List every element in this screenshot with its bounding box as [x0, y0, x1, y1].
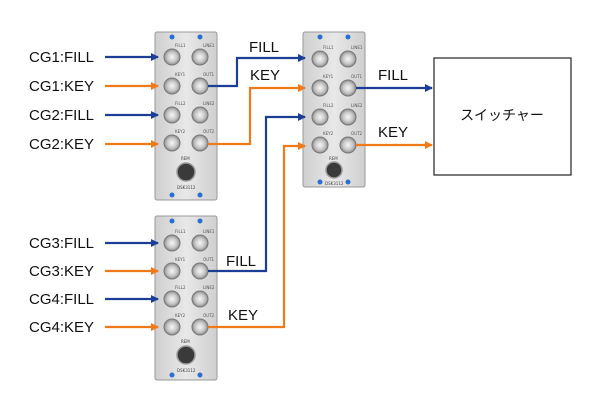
jack-label: OUT2: [203, 129, 215, 134]
key-link-bottom: [208, 142, 306, 329]
key-link-top: [208, 84, 306, 146]
link-label-top-key: KEY: [250, 67, 280, 84]
link-label-bottom-key: KEY: [228, 307, 258, 324]
jack-label: LINE1: [203, 229, 215, 234]
jack-label: LINE2: [351, 103, 363, 108]
screw-icon: [169, 218, 175, 224]
switcher-label: スイッチャー: [460, 107, 544, 123]
connector-jack-icon[interactable]: [191, 106, 209, 124]
jack-label: OUT1: [203, 72, 215, 77]
connector-jack-icon[interactable]: [191, 77, 209, 95]
jack-label: LINE2: [203, 101, 215, 106]
jack-label: FILL2: [175, 285, 186, 290]
connector-jack-icon[interactable]: [311, 50, 329, 68]
connector-jack-icon[interactable]: [339, 79, 357, 97]
rem-label: REM: [181, 339, 190, 344]
model-label: DSK3112: [325, 181, 344, 186]
jack-label: OUT1: [351, 74, 363, 79]
remote-port-icon[interactable]: [325, 161, 343, 179]
connector-jack-icon[interactable]: [163, 134, 181, 152]
connector-jack-icon[interactable]: [311, 108, 329, 126]
model-label: DSK3112: [177, 185, 196, 190]
connector-jack-icon[interactable]: [163, 290, 181, 308]
screw-icon: [169, 372, 175, 378]
connector-jack-icon[interactable]: [191, 290, 209, 308]
screw-icon: [345, 34, 351, 40]
model-label: DSK3112: [177, 368, 196, 373]
connector-jack-icon[interactable]: [311, 79, 329, 97]
input-label-cg3-fill: CG3:FILL: [29, 235, 94, 252]
screw-icon: [197, 218, 203, 224]
link-label-out-key: KEY: [378, 124, 408, 141]
fill-link-bottom: [208, 113, 306, 273]
link-label-top-fill: FILL: [249, 39, 279, 56]
jack-label: LINE1: [203, 43, 215, 48]
connector-jack-icon[interactable]: [163, 234, 181, 252]
remote-port-icon[interactable]: [176, 162, 196, 182]
connector-jack-icon[interactable]: [163, 77, 181, 95]
link-label-out-fill: FILL: [378, 67, 408, 84]
connector-jack-icon[interactable]: [339, 136, 357, 154]
screw-icon: [169, 192, 175, 198]
screw-icon: [197, 372, 203, 378]
keyer-module-top-right: FILL1 LINE1 KEY1 OUT1 FILL2 LINE2 KEY2 O…: [302, 31, 366, 188]
connector-jack-icon[interactable]: [339, 108, 357, 126]
input-label-cg4-fill: CG4:FILL: [29, 291, 94, 308]
link-label-bottom-fill: FILL: [226, 253, 256, 270]
screw-icon: [317, 34, 323, 40]
switcher-box[interactable]: [433, 57, 572, 176]
connector-jack-icon[interactable]: [163, 262, 181, 280]
screw-icon: [345, 179, 351, 185]
input-label-cg3-key: CG3:KEY: [29, 263, 94, 280]
jack-label: KEY1: [175, 257, 186, 262]
fill-link-top: [208, 54, 306, 88]
rem-label: REM: [181, 156, 190, 161]
input-label-cg2-fill: CG2:FILL: [29, 107, 94, 124]
keyer-module-top-left: FILL1 LINE1 KEY1 OUT1 FILL2 LINE2 KEY2 O…: [154, 31, 218, 201]
connector-jack-icon[interactable]: [163, 106, 181, 124]
jack-label: OUT1: [203, 257, 215, 262]
jack-label: KEY1: [175, 72, 186, 77]
screw-icon: [197, 34, 203, 40]
jack-label: FILL2: [323, 103, 334, 108]
jack-label: FILL1: [175, 43, 186, 48]
input-label-cg1-key: CG1:KEY: [29, 78, 94, 95]
screw-icon: [197, 192, 203, 198]
screw-icon: [317, 179, 323, 185]
jack-label: KEY1: [323, 74, 334, 79]
rem-label: REM: [329, 156, 338, 161]
connector-jack-icon[interactable]: [163, 48, 181, 66]
jack-label: OUT2: [351, 131, 363, 136]
connector-jack-icon[interactable]: [191, 48, 209, 66]
screw-icon: [169, 34, 175, 40]
connector-jack-icon[interactable]: [311, 136, 329, 154]
jack-label: KEY2: [175, 129, 186, 134]
connector-jack-icon[interactable]: [191, 134, 209, 152]
jack-label: FILL1: [175, 229, 186, 234]
input-label-cg2-key: CG2:KEY: [29, 136, 94, 153]
jack-label: KEY2: [323, 131, 334, 136]
input-label-cg1-fill: CG1:FILL: [29, 49, 94, 66]
jack-label: LINE1: [351, 45, 363, 50]
connector-jack-icon[interactable]: [191, 262, 209, 280]
input-label-cg4-key: CG4:KEY: [29, 319, 94, 336]
jack-label: LINE2: [203, 285, 215, 290]
jack-label: OUT2: [203, 313, 215, 318]
jack-label: FILL2: [175, 101, 186, 106]
keyer-module-bottom-left: FILL1 LINE1 KEY1 OUT1 FILL2 LINE2 KEY2 O…: [154, 215, 218, 381]
connector-jack-icon[interactable]: [191, 234, 209, 252]
remote-port-icon[interactable]: [176, 345, 196, 365]
connector-jack-icon[interactable]: [191, 318, 209, 336]
jack-label: FILL1: [323, 45, 334, 50]
jack-label: KEY2: [175, 313, 186, 318]
connector-jack-icon[interactable]: [163, 318, 181, 336]
connector-jack-icon[interactable]: [339, 50, 357, 68]
